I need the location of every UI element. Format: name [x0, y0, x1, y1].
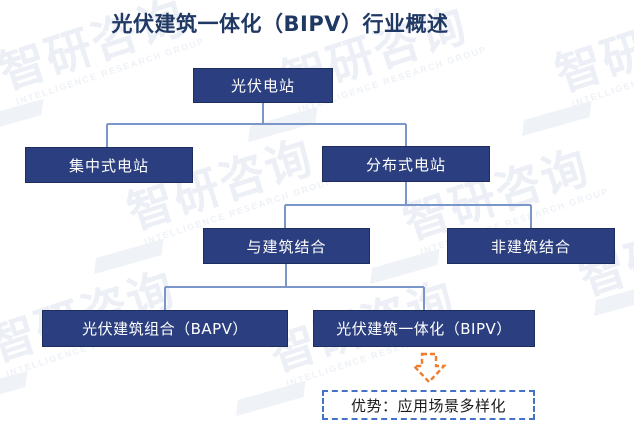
node-non-building[interactable]: 非建筑结合	[447, 228, 615, 264]
watermark-chevron	[370, 248, 440, 285]
node-root[interactable]: 光伏电站	[193, 68, 333, 103]
watermark-chevron	[522, 100, 592, 137]
watermark-cn: 智研咨询	[120, 129, 321, 240]
watermark-chevron	[594, 280, 634, 317]
node-distributed-plant[interactable]: 分布式电站	[322, 146, 490, 182]
watermark-cn: 智研咨询	[548, 0, 634, 102]
callout-advantage[interactable]: 优势：应用场景多样化	[322, 390, 535, 420]
node-bapv[interactable]: 光伏建筑组合（BAPV）	[42, 310, 288, 347]
watermark-chevron	[94, 238, 164, 275]
watermark-en: INTELLIGENCE RESEARCH GROUP	[570, 38, 634, 109]
watermark-chevron	[236, 380, 306, 417]
watermark-chevron	[0, 370, 28, 407]
node-with-building[interactable]: 与建筑结合	[203, 228, 370, 264]
watermark-chevron	[0, 98, 44, 135]
node-centralized-plant[interactable]: 集中式电站	[25, 147, 193, 183]
down-arrow-icon	[411, 352, 447, 384]
watermark-chevron	[248, 106, 318, 143]
node-bipv[interactable]: 光伏建筑一体化（BIPV）	[313, 310, 535, 347]
watermark-en: INTELLIGENCE RESEARCH GROUP	[14, 36, 206, 107]
page-title: 光伏建筑一体化（BIPV）行业概述	[111, 12, 449, 36]
